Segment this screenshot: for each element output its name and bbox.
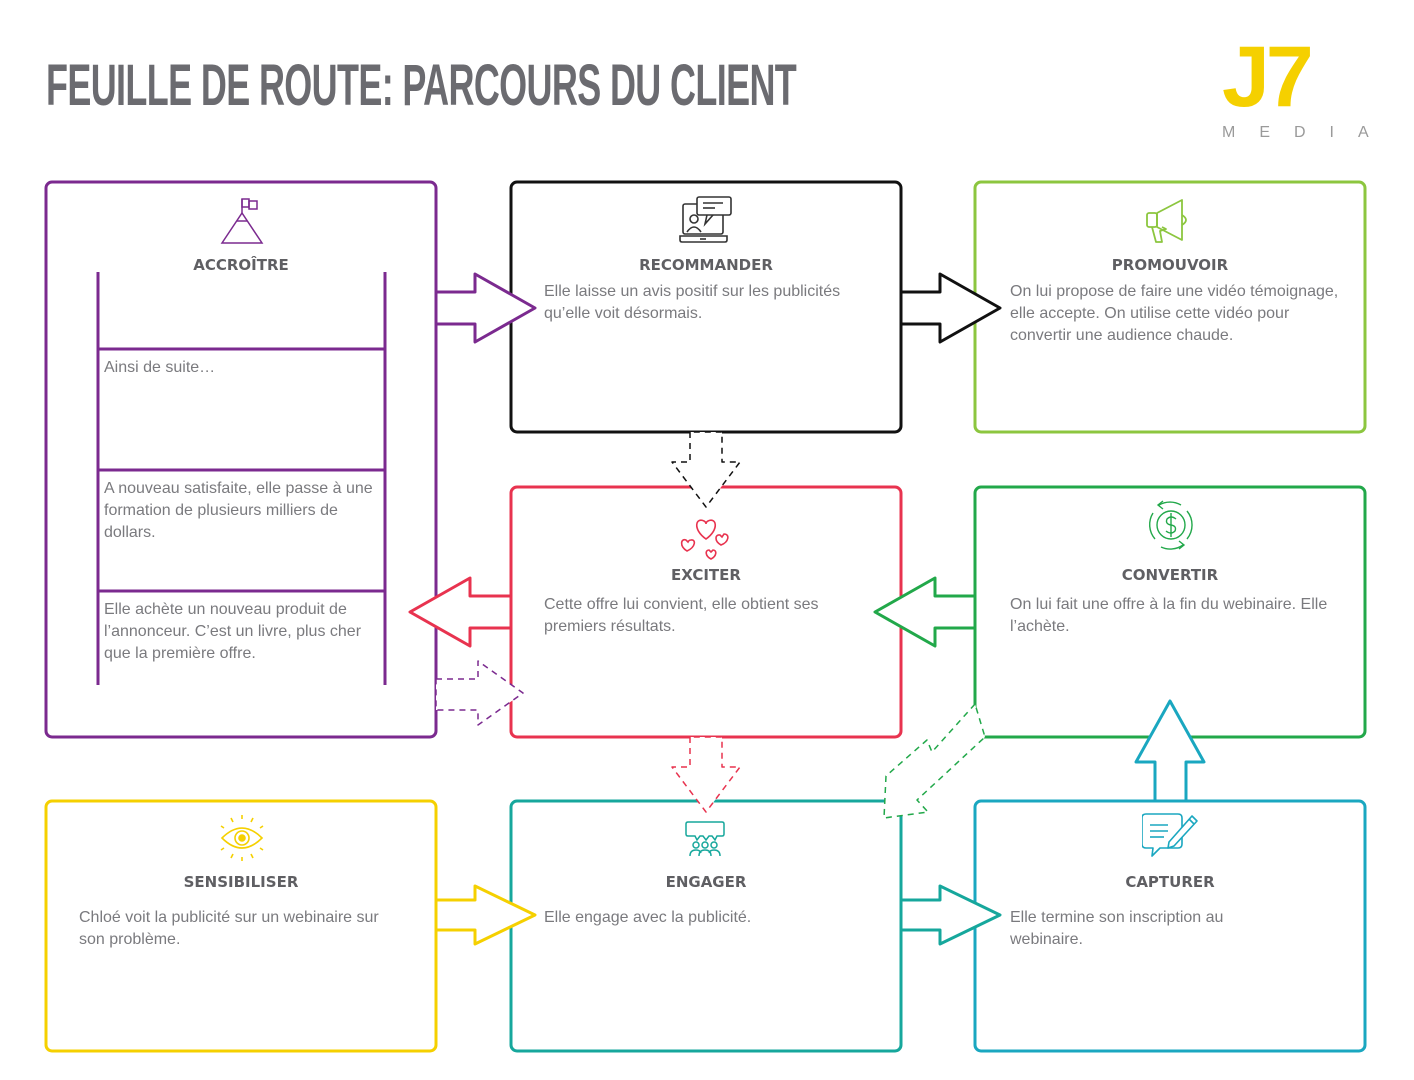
dashed-arrow-recommander-to-exciter — [671, 431, 741, 508]
dollar-cycle-icon — [1149, 500, 1193, 550]
stage-text-convertir: On lui fait une offre à la fin du webina… — [1010, 596, 1328, 635]
stage-text-engager: Elle engage avec la publicité. — [544, 909, 752, 926]
audience-icon — [685, 821, 725, 857]
accroitre-step-3: Ainsi de suite… — [104, 359, 216, 376]
megaphone-icon — [1146, 199, 1187, 243]
arrow-recommander-to-promouvoir — [899, 272, 1002, 344]
stage-text-capturer: Elle termine son inscription au webinair… — [1010, 909, 1224, 948]
hearts-icon — [680, 519, 729, 560]
eye-icon — [220, 815, 264, 861]
j7-media-logo: J7 MEDIA — [1218, 29, 1369, 144]
arrow-convertir-to-exciter — [873, 576, 977, 648]
stage-text-sensibiliser: Chloé voit la publicité sur un webinaire… — [79, 909, 379, 948]
stage-title-convertir: CONVERTIR — [1121, 566, 1219, 584]
arrow-sensibiliser-to-engager — [434, 884, 537, 946]
box-accroitre — [44, 180, 438, 739]
arrow-capturer-to-convertir — [1134, 699, 1206, 803]
arrow-engager-to-capturer — [899, 884, 1002, 946]
stage-text-exciter: Cette offre lui convient, elle obtient s… — [544, 596, 819, 635]
arrow-exciter-to-accroitre — [408, 576, 513, 648]
mountain-flag-icon — [220, 198, 264, 244]
logo-mark: J7 — [1222, 29, 1314, 125]
stage-title-exciter: EXCITER — [671, 566, 741, 584]
stage-title-recommander: RECOMMANDER — [639, 256, 773, 274]
accroitre-step-2: A nouveau satisfaite, elle passe à une f… — [104, 480, 373, 541]
arrow-accroitre-to-recommander — [434, 272, 537, 344]
growth-ladder — [96, 272, 387, 685]
dashed-arrow-convertir-to-engager — [883, 703, 986, 819]
dashed-arrow-accroitre-to-exciter — [435, 660, 524, 726]
stage-title-capturer: CAPTURER — [1125, 873, 1215, 891]
stage-title-sensibiliser: SENSIBILISER — [183, 873, 299, 891]
laptop-chat-icon — [679, 196, 732, 243]
dashed-arrow-exciter-to-engager — [671, 736, 741, 813]
stage-title-engager: ENGAGER — [665, 873, 747, 891]
stage-text-promouvoir: On lui propose de faire une vidéo témoig… — [1010, 283, 1339, 344]
page-title: FEUILLE DE ROUTE: PARCOURS DU CLIENT — [46, 53, 797, 118]
note-pencil-icon — [1142, 813, 1198, 857]
stage-title-accroitre: ACCROÎTRE — [193, 256, 289, 274]
accroitre-step-1: Elle achète un nouveau produit de l’anno… — [104, 601, 362, 662]
logo-wordmark: MEDIA — [1222, 124, 1393, 141]
stage-title-promouvoir: PROMOUVOIR — [1111, 256, 1229, 274]
stage-text-recommander: Elle laisse un avis positif sur les publ… — [544, 283, 841, 322]
